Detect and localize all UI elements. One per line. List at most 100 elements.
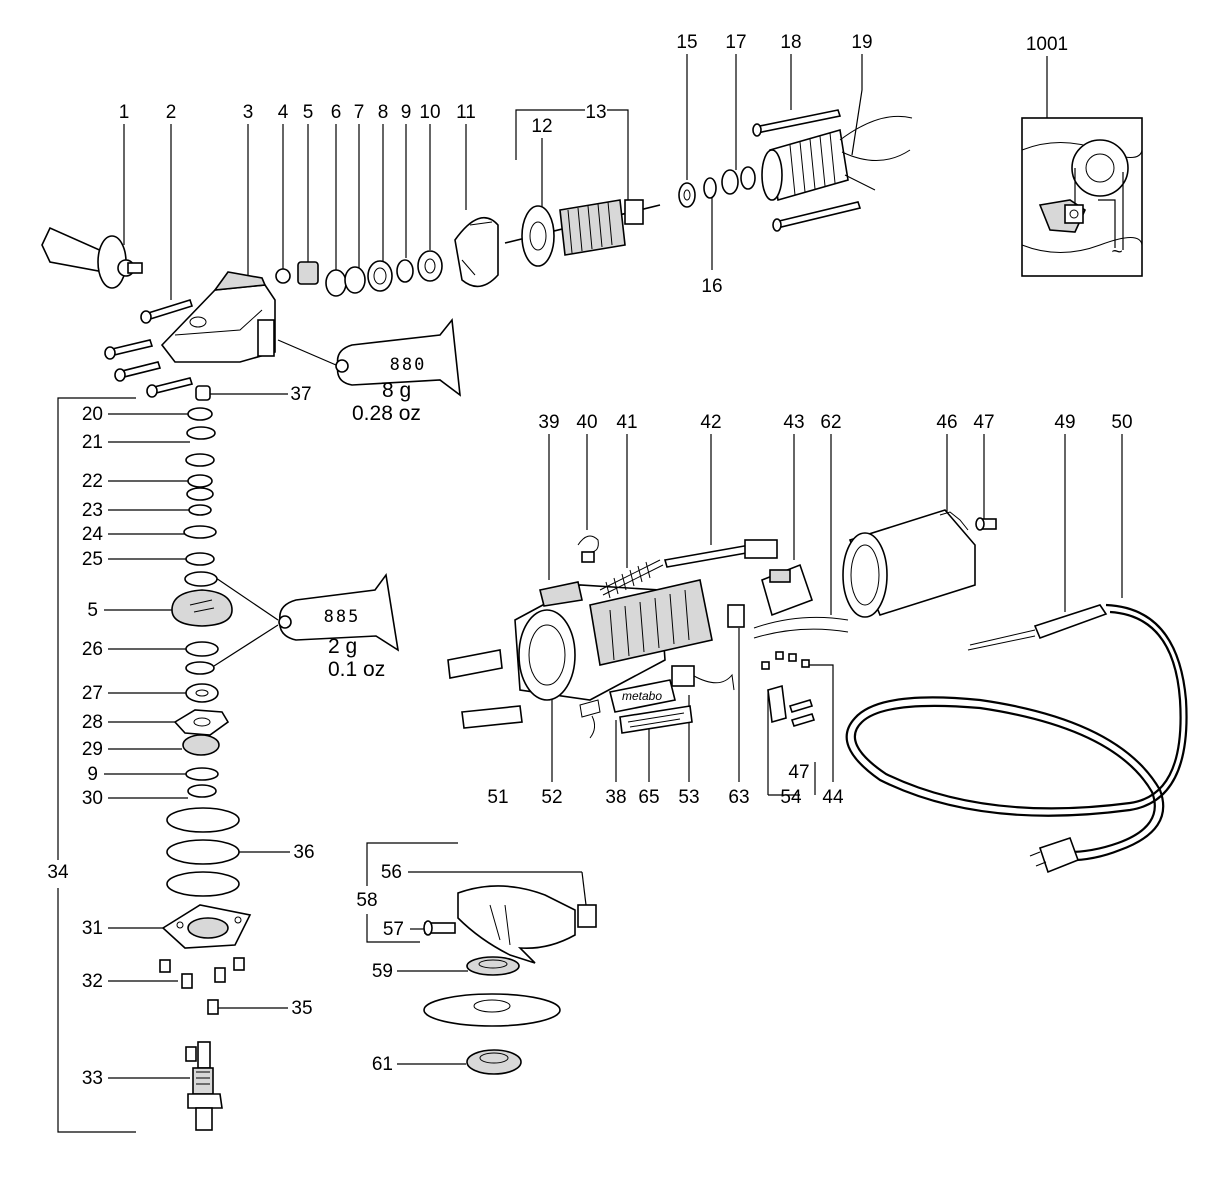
callout-35: 35 [291, 998, 312, 1019]
callout-1001: 1001 [1026, 34, 1068, 55]
backing-pad [423, 993, 561, 1027]
callout-34: 34 [47, 862, 69, 883]
callout-12: 12 [531, 116, 552, 137]
callout-23: 23 [82, 500, 103, 521]
connection-parts [761, 651, 816, 727]
callout-36: 36 [293, 842, 314, 863]
stator-field [752, 109, 913, 232]
callout-17: 17 [725, 32, 746, 53]
callout-20: 20 [82, 404, 103, 425]
callout-51: 51 [487, 787, 508, 808]
callout-31: 31 [82, 918, 103, 939]
callout-44: 44 [822, 787, 844, 808]
callout-24: 24 [82, 524, 104, 545]
callout-65: 65 [638, 787, 659, 808]
callout-58: 58 [356, 890, 377, 911]
callout-9b: 9 [87, 764, 98, 785]
callout-19: 19 [851, 32, 872, 53]
callout-62: 62 [820, 412, 841, 433]
callout-26: 26 [82, 639, 103, 660]
callout-61: 61 [372, 1054, 393, 1075]
leader-lines-top [123, 54, 1048, 300]
callout-37: 37 [290, 384, 311, 405]
callout-22: 22 [82, 471, 103, 492]
callout-4: 4 [278, 102, 289, 123]
callout-42: 42 [700, 412, 721, 433]
callout-10: 10 [419, 102, 440, 123]
callout-27: 27 [82, 683, 103, 704]
grease-tube-880-ounces: 0.28 oz [352, 402, 421, 425]
callout-30: 30 [82, 788, 103, 809]
labels-and-brushes: metabo [447, 649, 735, 739]
motor-housing [514, 579, 713, 701]
air-baffle [454, 216, 499, 288]
callout-group-middle: 39 40 41 42 43 62 46 47 49 50 51 52 38 6… [487, 412, 1132, 808]
support-flange [466, 956, 520, 976]
callout-2: 2 [166, 102, 177, 123]
callout-15: 15 [676, 32, 697, 53]
gear-cover-screws [104, 299, 194, 398]
callout-11: 11 [456, 102, 476, 123]
callout-49: 49 [1054, 412, 1075, 433]
callout-1: 1 [119, 102, 130, 123]
callout-52: 52 [541, 787, 562, 808]
armature-bearing [678, 166, 756, 208]
callout-8: 8 [378, 102, 389, 123]
ac-symbol: ~ [1111, 242, 1122, 263]
callout-29: 29 [82, 739, 103, 760]
gear-housing-cover [160, 271, 276, 363]
callout-43: 43 [783, 412, 804, 433]
callout-39: 39 [538, 412, 559, 433]
grease-tube-885-weight: 2 g [328, 635, 357, 658]
callout-25: 25 [82, 549, 103, 570]
callout-7: 7 [354, 102, 365, 123]
callout-50: 50 [1111, 412, 1132, 433]
callout-group-left: 37 20 21 22 23 24 25 5 26 27 28 29 9 30 … [47, 384, 314, 1089]
leader-lines-guard [366, 842, 587, 1065]
bearing-stack-top [275, 250, 443, 297]
callout-54: 54 [780, 787, 802, 808]
callout-47a: 47 [973, 412, 994, 433]
leader-lines-middle [548, 434, 1123, 796]
callout-28: 28 [82, 712, 103, 733]
callout-6: 6 [331, 102, 342, 123]
spindle-shaft [187, 1041, 223, 1131]
bearing-flange [161, 904, 252, 949]
flange-screws [159, 957, 245, 1062]
callout-47b: 47 [788, 762, 809, 783]
callout-18: 18 [780, 32, 801, 53]
callout-5b: 5 [87, 600, 98, 621]
callout-group-guard: 56 58 57 59 61 [356, 862, 404, 1075]
motor-end-cap [842, 509, 997, 618]
callout-3: 3 [243, 102, 254, 123]
brand-plate-text: metabo [622, 689, 662, 703]
callout-41: 41 [616, 412, 637, 433]
callout-9a: 9 [401, 102, 412, 123]
callout-57: 57 [383, 919, 404, 940]
clamping-nut [466, 1049, 522, 1075]
callout-33: 33 [82, 1068, 103, 1089]
callout-56: 56 [381, 862, 402, 883]
wheel-guard [423, 885, 597, 964]
power-cord [845, 603, 1188, 874]
callout-46: 46 [936, 412, 957, 433]
mains-lead [753, 616, 849, 639]
callout-53: 53 [678, 787, 699, 808]
callout-59: 59 [372, 961, 393, 982]
grease-tube-885-ounces: 0.1 oz [328, 658, 385, 681]
callout-32: 32 [82, 971, 103, 992]
armature [504, 199, 661, 267]
callout-63: 63 [728, 787, 749, 808]
grease-tube-880-weight: 8 g [382, 379, 411, 402]
callout-13: 13 [585, 102, 606, 123]
callout-40: 40 [576, 412, 597, 433]
callout-38: 38 [605, 787, 626, 808]
spindle-stack [166, 385, 240, 897]
grease-tube-885-code: 885 [324, 607, 361, 627]
callout-group-top: 1 2 3 4 5 6 7 8 9 10 11 12 13 15 16 17 1… [119, 32, 1068, 297]
callout-5a: 5 [303, 102, 314, 123]
callout-16: 16 [701, 276, 722, 297]
side-handle [41, 226, 143, 289]
housing-small-parts [539, 535, 814, 628]
